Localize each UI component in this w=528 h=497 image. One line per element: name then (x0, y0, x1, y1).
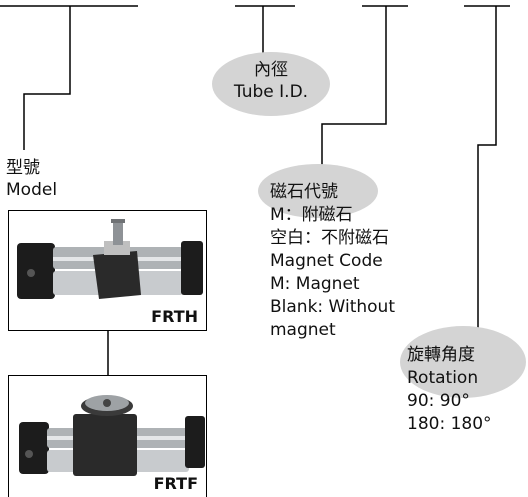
magnet-m-en: M: Magnet (270, 274, 360, 294)
rotation-label-zh: 旋轉角度 (407, 345, 475, 365)
tube-label-zh: 內徑 (254, 60, 288, 80)
magnet-leader-drop (321, 6, 387, 170)
tube-oval (212, 52, 330, 116)
magnet-blank-en-2: magnet (270, 320, 336, 340)
model-label-en: Model (6, 180, 58, 200)
model-label-zh: 型號 (6, 158, 40, 178)
rotation-leader-drop (477, 6, 497, 336)
tube-label-en: Tube I.D. (233, 82, 309, 102)
model-leader-drop (23, 6, 71, 150)
product-label-frtf: FRTF (153, 474, 198, 493)
frtf-actuator-image (19, 395, 205, 476)
magnet-m-zh: M：附磁石 (270, 205, 353, 225)
product-box-frtf: FRTF (8, 375, 207, 497)
product-box-frth: FRTH (8, 210, 207, 331)
rotation-option-180: 180: 180° (407, 414, 492, 434)
magnet-blank-en-1: Blank: Without (270, 297, 395, 317)
product-label-frth: FRTH (151, 307, 198, 326)
magnet-title-zh: 磁石代號 (270, 182, 338, 202)
magnet-oval (258, 164, 378, 218)
rotation-oval (400, 326, 526, 398)
magnet-blank-zh: 空白：不附磁石 (270, 228, 389, 248)
rotation-label-en: Rotation (407, 368, 479, 388)
frth-actuator-image (17, 219, 203, 299)
rotation-option-90: 90: 90° (407, 391, 470, 411)
magnet-title-en: Magnet Code (270, 251, 383, 271)
